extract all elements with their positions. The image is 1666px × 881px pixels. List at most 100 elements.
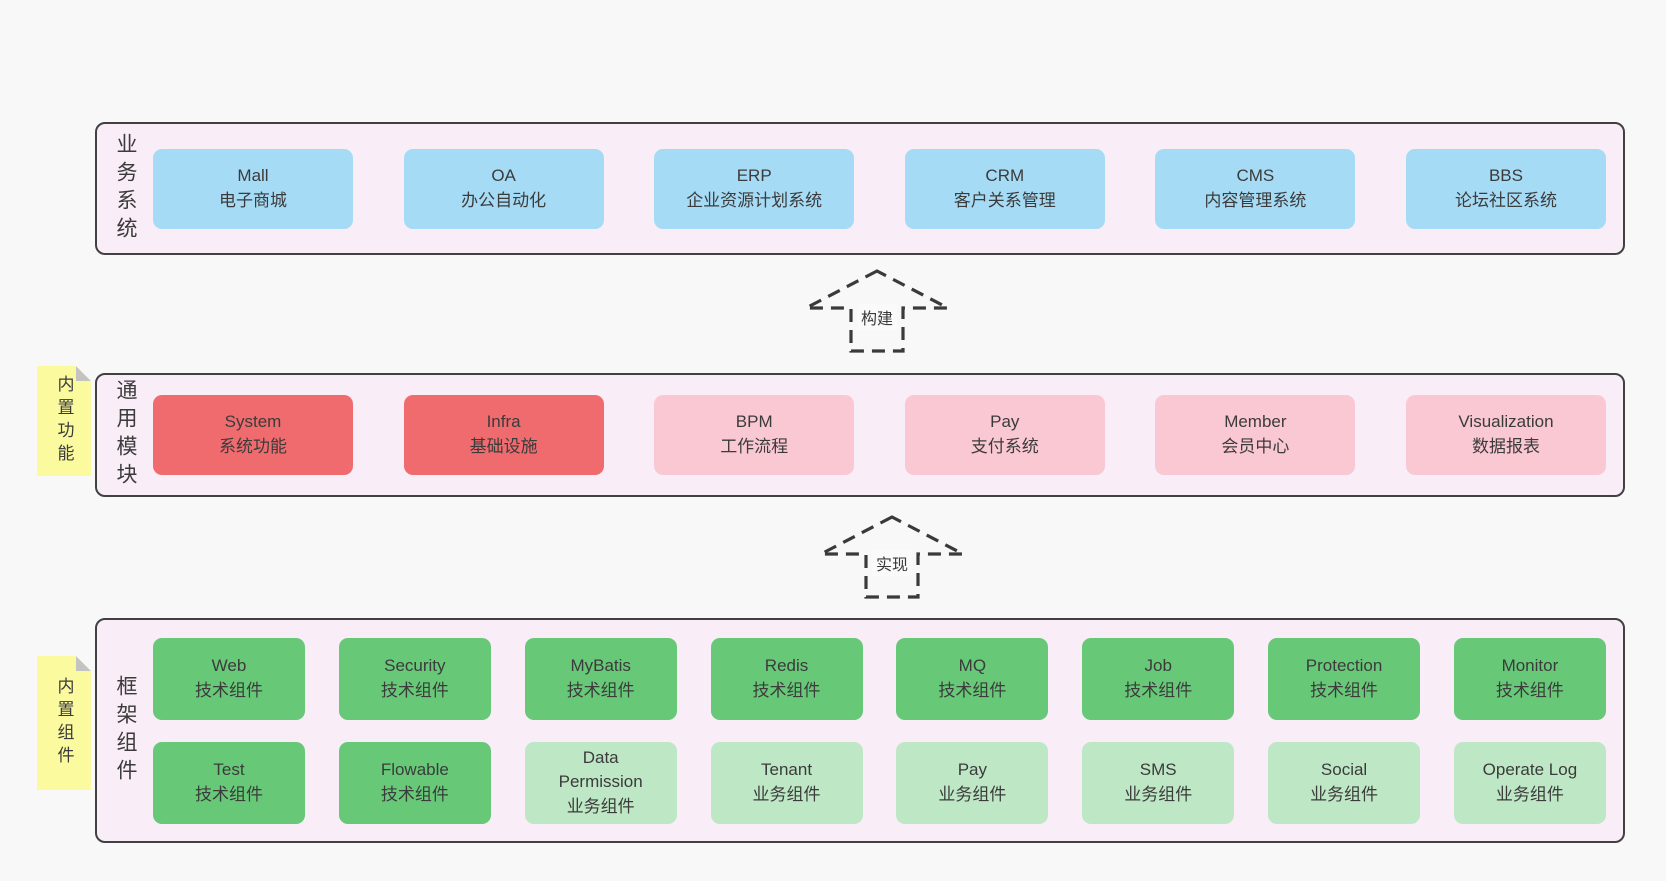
box-sms: SMS 业务组件 [1082,741,1235,824]
arrow-implement-label: 实现 [871,550,913,576]
box-title: Flowable [380,759,449,779]
box-subtitle: 业务组件 [1124,784,1193,804]
box-subtitle: 办公自动化 [461,190,547,210]
box-title: System [224,412,282,432]
module-boxes-row: System 系统功能 Infra 基础设施 BPM 工作流程 Pay 支付系统… [153,375,1623,495]
box-title: CRM [985,165,1025,185]
box-title: BPM [735,412,773,432]
sticky-note-built-in-components: 内置组件 [37,656,91,790]
box-subtitle: 技术组件 [380,680,449,700]
box-bpm: BPM 工作流程 [654,395,855,475]
arrow-build: 构建 [802,268,952,354]
layer-business-systems: 业务系统 Mall 电子商城 OA 办公自动化 ERP 企业资源计划系统 CRM… [95,122,1625,255]
box-title: BBS [1488,165,1523,185]
box-oa: OA 办公自动化 [403,148,604,229]
box-mall: Mall 电子商城 [153,148,353,229]
box-title: MQ [958,655,987,675]
box-job: Job 技术组件 [1082,637,1235,720]
layer-common-modules-label: 通用模块 [114,379,137,491]
box-subtitle: 技术组件 [938,680,1007,700]
box-title: Visualization [1458,412,1554,432]
box-subtitle: 业务组件 [752,784,821,804]
box-title: Pay [957,759,988,779]
box-subtitle: 客户关系管理 [953,190,1056,210]
sticky-fold-icon [76,366,91,381]
box-social: Social 业务组件 [1268,741,1421,824]
box-title: Web [211,655,247,675]
arrow-build-label: 构建 [856,304,898,330]
box-bbs: BBS 论坛社区系统 [1405,148,1606,229]
box-tenant: Tenant 业务组件 [710,741,863,824]
box-title: Redis [764,655,809,675]
component-boxes-grid: Web 技术组件 Security 技术组件 MyBatis 技术组件 Redi… [153,620,1623,841]
box-subtitle: 电子商城 [219,190,287,210]
box-title: Mall [237,165,269,185]
box-title: Tenant [761,759,813,779]
sticky-note-built-in-features: 内置功能 [37,366,91,476]
box-data-permission: Data Permission 业务组件 [524,741,677,824]
box-title: Monitor [1501,655,1559,675]
layer-common-modules: 通用模块 System 系统功能 Infra 基础设施 BPM 工作流程 Pay… [95,373,1625,497]
sticky-note-label: 内置功能 [54,375,74,467]
box-title: OA [491,165,516,185]
business-boxes-row: Mall 电子商城 OA 办公自动化 ERP 企业资源计划系统 CRM 客户关系… [153,124,1623,253]
component-row-2: Test 技术组件 Flowable 技术组件 Data Permission … [153,741,1606,824]
box-subtitle: 系统功能 [219,437,287,456]
box-subtitle: 技术组件 [380,784,449,804]
box-subtitle: 技术组件 [195,784,263,804]
arrow-implement: 实现 [817,514,967,600]
box-title: Data Permission [558,747,643,792]
layer-framework-components-label: 框架组件 [114,674,137,787]
box-title: Social [1320,759,1368,779]
box-mybatis: MyBatis 技术组件 [524,637,677,720]
box-title: ERP [736,165,772,185]
box-title: Member [1224,412,1287,432]
arrow-up-icon [805,269,949,353]
box-title: Protection [1305,655,1383,675]
box-subtitle: 论坛社区系统 [1454,190,1557,210]
box-pay: Pay 支付系统 [904,395,1105,475]
box-subtitle: 数据报表 [1471,437,1540,456]
box-crm: CRM 客户关系管理 [904,148,1105,229]
box-subtitle: 企业资源计划系统 [686,190,823,210]
box-subtitle: 技术组件 [752,680,821,700]
layer-framework-components: 框架组件 Web 技术组件 Security 技术组件 MyBatis 技术组件… [95,618,1625,843]
box-test: Test 技术组件 [153,741,305,824]
sticky-fold-icon [76,656,91,671]
box-title: MyBatis [570,655,631,675]
box-pay-business: Pay 业务组件 [896,741,1049,824]
box-subtitle: 工作流程 [720,437,789,456]
box-infra: Infra 基础设施 [403,395,604,475]
box-title: CMS [1236,165,1275,185]
box-subtitle: 业务组件 [1310,784,1379,804]
box-monitor: Monitor 技术组件 [1453,637,1606,720]
box-member: Member 会员中心 [1155,395,1356,475]
arrow-up-icon [820,515,964,599]
box-operate-log: Operate Log 业务组件 [1453,741,1606,824]
box-title: Test [213,759,245,779]
box-subtitle: 业务组件 [938,784,1007,804]
box-web: Web 技术组件 [153,637,305,720]
box-subtitle: 技术组件 [566,680,635,700]
box-subtitle: 内容管理系统 [1204,190,1307,210]
box-subtitle: 技术组件 [195,680,263,700]
box-title: Security [384,655,446,675]
layer-business-systems-label: 业务系统 [114,132,137,245]
box-title: SMS [1139,759,1177,779]
box-system: System 系统功能 [153,395,353,475]
box-subtitle: 业务组件 [1495,784,1564,804]
sticky-note-label: 内置组件 [54,677,74,769]
box-protection: Protection 技术组件 [1268,637,1421,720]
box-visualization: Visualization 数据报表 [1405,395,1606,475]
box-subtitle: 技术组件 [1495,680,1564,700]
box-title: Operate Log [1482,759,1578,779]
box-subtitle: 技术组件 [1124,680,1193,700]
box-subtitle: 支付系统 [970,437,1039,456]
box-erp: ERP 企业资源计划系统 [654,148,855,229]
box-subtitle: 会员中心 [1221,437,1290,456]
box-flowable: Flowable 技术组件 [338,741,491,824]
box-subtitle: 业务组件 [566,796,635,816]
box-redis: Redis 技术组件 [710,637,863,720]
box-subtitle: 技术组件 [1310,680,1379,700]
box-security: Security 技术组件 [338,637,491,720]
